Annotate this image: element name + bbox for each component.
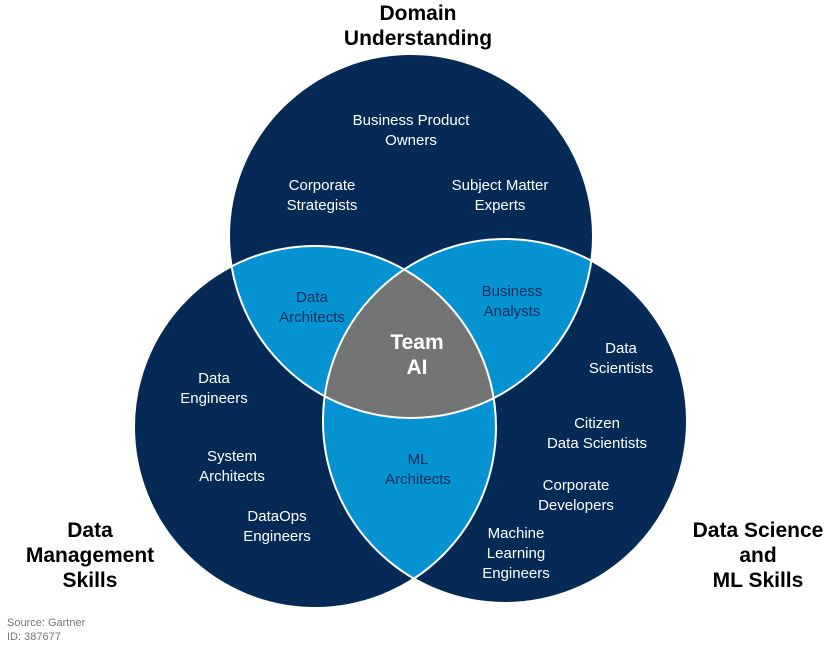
ml-architects-label: ML Architects: [385, 451, 451, 488]
data-architects-label: Data Architects: [279, 289, 345, 326]
business-analysts-label: Business Analysts: [481, 283, 543, 320]
subject-matter-experts-label: Subject Matter Experts: [451, 177, 549, 214]
document-id: ID: 387677: [7, 631, 61, 643]
data-science-heading: Data Science and ML Skills: [692, 519, 824, 592]
system-architects-label: System Architects: [199, 448, 265, 485]
domain-circle-outline: [228, 53, 594, 419]
machine-learning-engineers-label: Machine Learning Engineers: [482, 525, 550, 582]
data-engineers-label: Data Engineers: [180, 370, 248, 407]
dataops-engineers-label: DataOps Engineers: [243, 508, 311, 545]
team-ai-label: Team AI: [390, 331, 444, 379]
corporate-strategists-label: Corporate Strategists: [286, 177, 358, 214]
domain-heading: Domain Understanding: [343, 2, 493, 50]
data-management-heading: Data Management Skills: [25, 519, 155, 592]
citizen-data-scientists-label: Citizen Data Scientists: [546, 415, 648, 452]
corporate-developers-label: Corporate Developers: [538, 477, 614, 514]
source-note: Source: Gartner ID: 387677: [7, 616, 85, 644]
team-ai-center-overlap: [323, 246, 496, 418]
data-science-circle-outline: [322, 238, 688, 604]
source-line: Source: Gartner: [7, 617, 86, 629]
data-management-circle-outline: [133, 245, 497, 609]
data-scientists-label: Data Scientists: [588, 340, 654, 377]
business-product-owners-label: Business Product Owners: [352, 112, 470, 149]
